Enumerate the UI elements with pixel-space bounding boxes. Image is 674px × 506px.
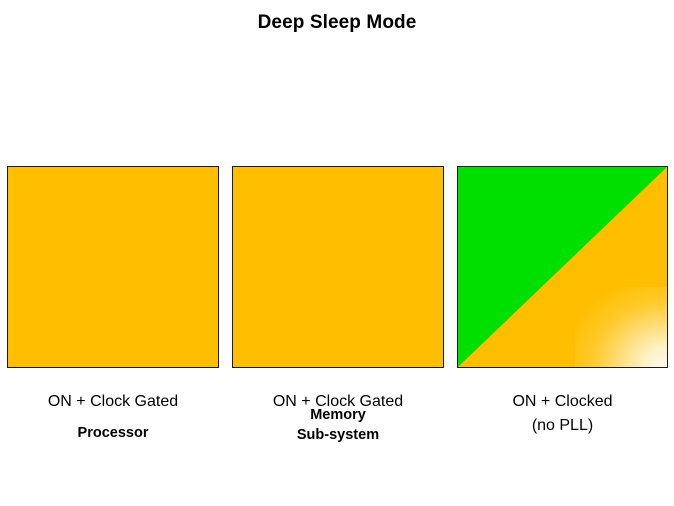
block-peripherals[interactable]: Peripherals [457, 166, 668, 368]
block-memory-label-line1: Memory [310, 407, 366, 423]
diagonal-split-graphic [458, 167, 667, 367]
block-memory-label: Memory Sub-system [233, 405, 443, 445]
block-processor-label: Processor [77, 425, 149, 441]
caption-memory: ON + Clock Gated [232, 390, 444, 414]
page-title: Deep Sleep Mode [257, 12, 417, 33]
block-memory-label-line2: Sub-system [296, 427, 380, 443]
caption-peripherals-line2: (no PLL) [531, 417, 594, 434]
caption-processor: ON + Clock Gated [7, 390, 219, 414]
caption-peripherals-line1: ON + Clocked [512, 393, 613, 410]
caption-memory-line1: ON + Clock Gated [272, 393, 404, 410]
block-memory-subsystem[interactable]: Memory Sub-system [232, 166, 444, 443]
block-processor[interactable]: Processor [7, 166, 219, 441]
caption-processor-line1: ON + Clock Gated [47, 393, 179, 410]
caption-peripherals: ON + Clocked (no PLL) [457, 390, 668, 438]
